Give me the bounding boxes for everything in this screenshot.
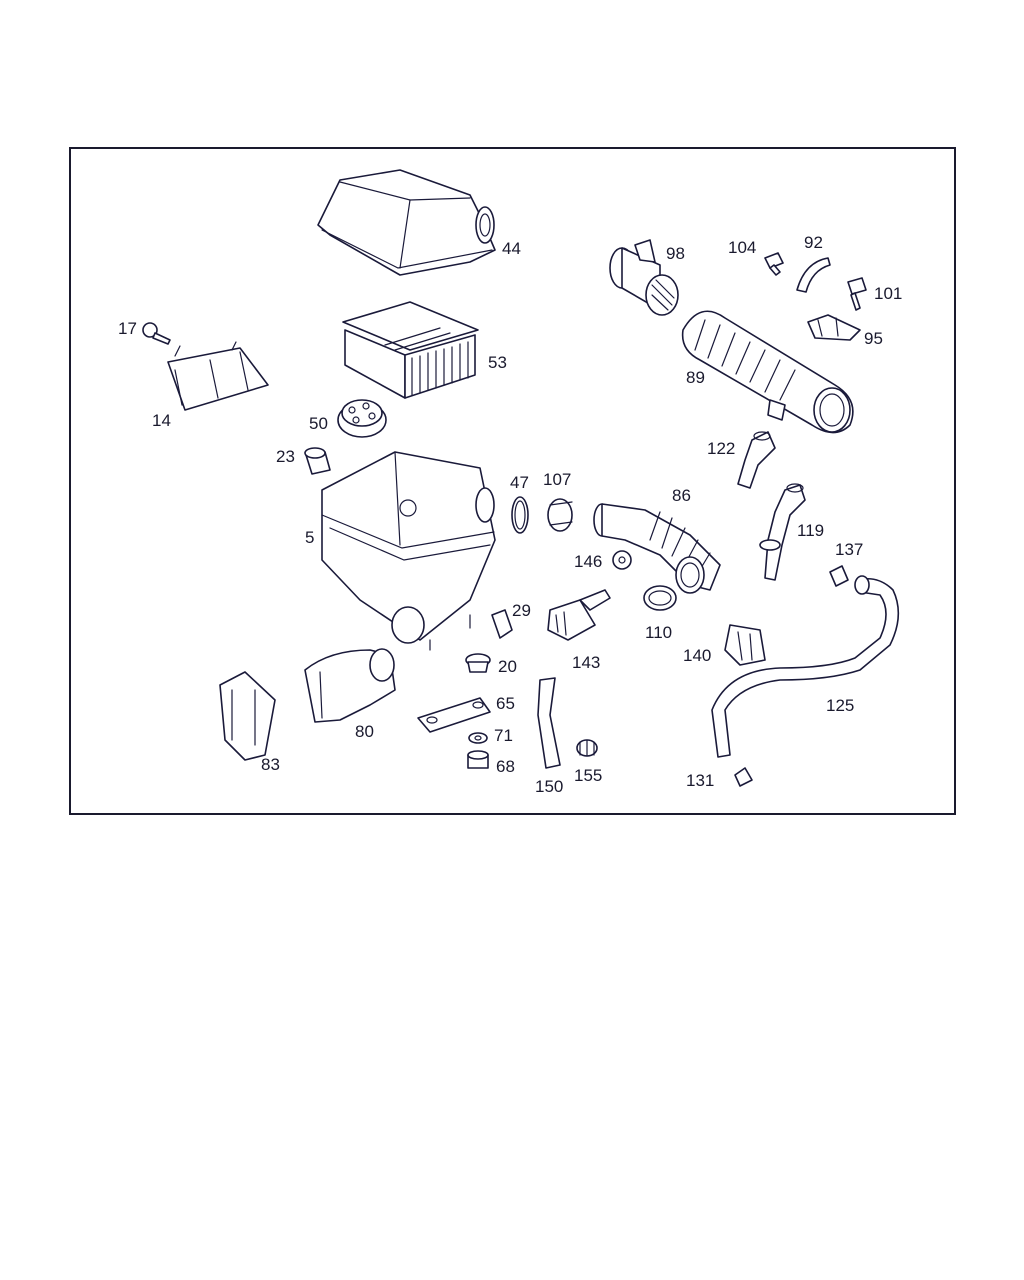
label-89: 89 bbox=[686, 368, 705, 387]
part-110-clamp bbox=[643, 585, 677, 611]
part-143-sensor bbox=[547, 589, 611, 641]
part-122-hose bbox=[737, 431, 776, 489]
part-14-bracket bbox=[167, 341, 269, 411]
part-131-clip bbox=[734, 767, 753, 787]
part-137-clip bbox=[829, 565, 849, 587]
part-47-seal-ring bbox=[511, 496, 529, 534]
label-98: 98 bbox=[666, 244, 685, 263]
part-89-intake-hose bbox=[681, 310, 854, 434]
part-107-clamp bbox=[547, 498, 573, 532]
part-155-grommet bbox=[576, 739, 598, 757]
label-140: 140 bbox=[683, 646, 711, 665]
part-65-bracket bbox=[417, 697, 491, 733]
label-125: 125 bbox=[826, 696, 854, 715]
label-104: 104 bbox=[728, 238, 756, 257]
label-65: 65 bbox=[496, 694, 515, 713]
part-53-filter-element bbox=[342, 301, 479, 399]
part-119-hose bbox=[759, 483, 806, 581]
label-95: 95 bbox=[864, 329, 883, 348]
part-83-duct bbox=[219, 671, 276, 761]
label-50: 50 bbox=[309, 414, 328, 433]
part-140-holder bbox=[724, 624, 766, 666]
label-47: 47 bbox=[510, 473, 529, 492]
part-86-hose bbox=[593, 503, 721, 594]
label-29: 29 bbox=[512, 601, 531, 620]
label-20: 20 bbox=[498, 657, 517, 676]
label-53: 53 bbox=[488, 353, 507, 372]
part-29-clip bbox=[491, 609, 513, 639]
part-23-bushing bbox=[304, 447, 331, 475]
label-92: 92 bbox=[804, 233, 823, 252]
part-17-screw bbox=[142, 322, 171, 345]
label-68: 68 bbox=[496, 757, 515, 776]
part-104-bolt bbox=[764, 252, 784, 276]
label-101: 101 bbox=[874, 284, 902, 303]
label-23: 23 bbox=[276, 447, 295, 466]
diagram-frame bbox=[69, 147, 956, 815]
label-14: 14 bbox=[152, 411, 171, 430]
label-110: 110 bbox=[645, 623, 672, 642]
label-150: 150 bbox=[535, 777, 563, 796]
part-125-long-hose bbox=[711, 575, 900, 758]
part-95-bracket bbox=[807, 314, 861, 341]
part-150-seal-strip bbox=[537, 677, 561, 769]
part-71-washer bbox=[468, 732, 488, 744]
label-71: 71 bbox=[494, 726, 513, 745]
label-146: 146 bbox=[574, 552, 602, 571]
part-44-air-filter-cover bbox=[317, 169, 496, 276]
label-122: 122 bbox=[707, 439, 735, 458]
part-101-bolt bbox=[847, 277, 867, 311]
part-92-clip bbox=[796, 257, 831, 293]
label-5: 5 bbox=[305, 528, 314, 547]
label-80: 80 bbox=[355, 722, 374, 741]
part-68-nut bbox=[467, 750, 489, 769]
label-107: 107 bbox=[543, 470, 571, 489]
label-143: 143 bbox=[572, 653, 600, 672]
label-86: 86 bbox=[672, 486, 691, 505]
label-17: 17 bbox=[118, 319, 137, 338]
label-44: 44 bbox=[502, 239, 521, 258]
part-80-intake-duct bbox=[304, 648, 396, 723]
part-50-grommet bbox=[337, 399, 387, 438]
label-83: 83 bbox=[261, 755, 280, 774]
label-137: 137 bbox=[835, 540, 863, 559]
label-155: 155 bbox=[574, 766, 602, 785]
label-131: 131 bbox=[686, 771, 714, 790]
part-146-clip bbox=[612, 550, 632, 570]
part-98-air-mass-sensor bbox=[609, 239, 679, 316]
label-119: 119 bbox=[797, 521, 824, 540]
part-20-grommet bbox=[465, 653, 491, 673]
part-5-air-filter-housing bbox=[321, 451, 496, 651]
